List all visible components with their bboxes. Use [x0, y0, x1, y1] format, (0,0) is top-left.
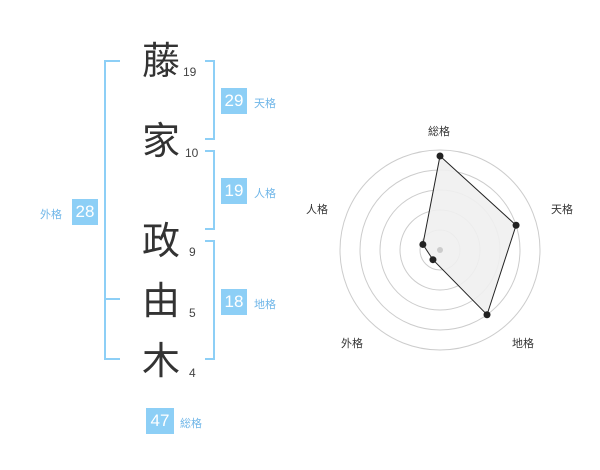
tenkaku-bracket [205, 60, 215, 140]
soukaku-badge: 47 [146, 408, 174, 434]
radar-point-4 [429, 256, 437, 264]
radar-point-2 [512, 221, 520, 229]
chikaku-badge: 18 [221, 289, 247, 315]
chikaku-label: 地格 [254, 298, 276, 311]
radar-label-gaikaku: 外格 [341, 337, 363, 350]
stroke-count-1: 19 [183, 65, 197, 79]
stroke-count-3: 9 [189, 245, 196, 259]
radar-point-5 [419, 240, 427, 248]
name-char-5: 木 [142, 339, 181, 383]
radar-label-soukaku: 総格 [428, 125, 450, 138]
name-char-4: 由 [142, 279, 181, 323]
chikaku-bracket [205, 240, 215, 360]
radar-ring-5 [339, 149, 541, 351]
gaikaku-label: 外格 [40, 208, 62, 221]
radar-point-1 [436, 152, 444, 160]
stroke-count-5: 4 [189, 366, 196, 380]
tenkaku-label: 天格 [254, 97, 276, 110]
radar-series-polygon [422, 155, 517, 316]
gaikaku-bracket [104, 60, 120, 360]
name-char-1: 藤 [142, 39, 181, 83]
radar-label-jinkaku: 人格 [306, 203, 328, 216]
gaikaku-bracket-split [104, 298, 120, 300]
soukaku-label: 総格 [180, 417, 202, 430]
radar-point-3 [483, 311, 491, 319]
stroke-count-4: 5 [189, 306, 196, 320]
tenkaku-badge: 29 [221, 88, 247, 114]
jinkaku-label: 人格 [254, 187, 276, 200]
jinkaku-bracket [205, 150, 215, 230]
stroke-count-2: 10 [185, 146, 199, 160]
jinkaku-badge: 19 [221, 178, 247, 204]
radar-label-tenkaku: 天格 [551, 203, 573, 216]
name-char-3: 政 [142, 219, 181, 263]
name-char-2: 家 [142, 119, 181, 163]
radar-center-dot [437, 247, 443, 253]
radar-label-chikaku: 地格 [512, 337, 534, 350]
gaikaku-badge: 28 [72, 199, 98, 225]
